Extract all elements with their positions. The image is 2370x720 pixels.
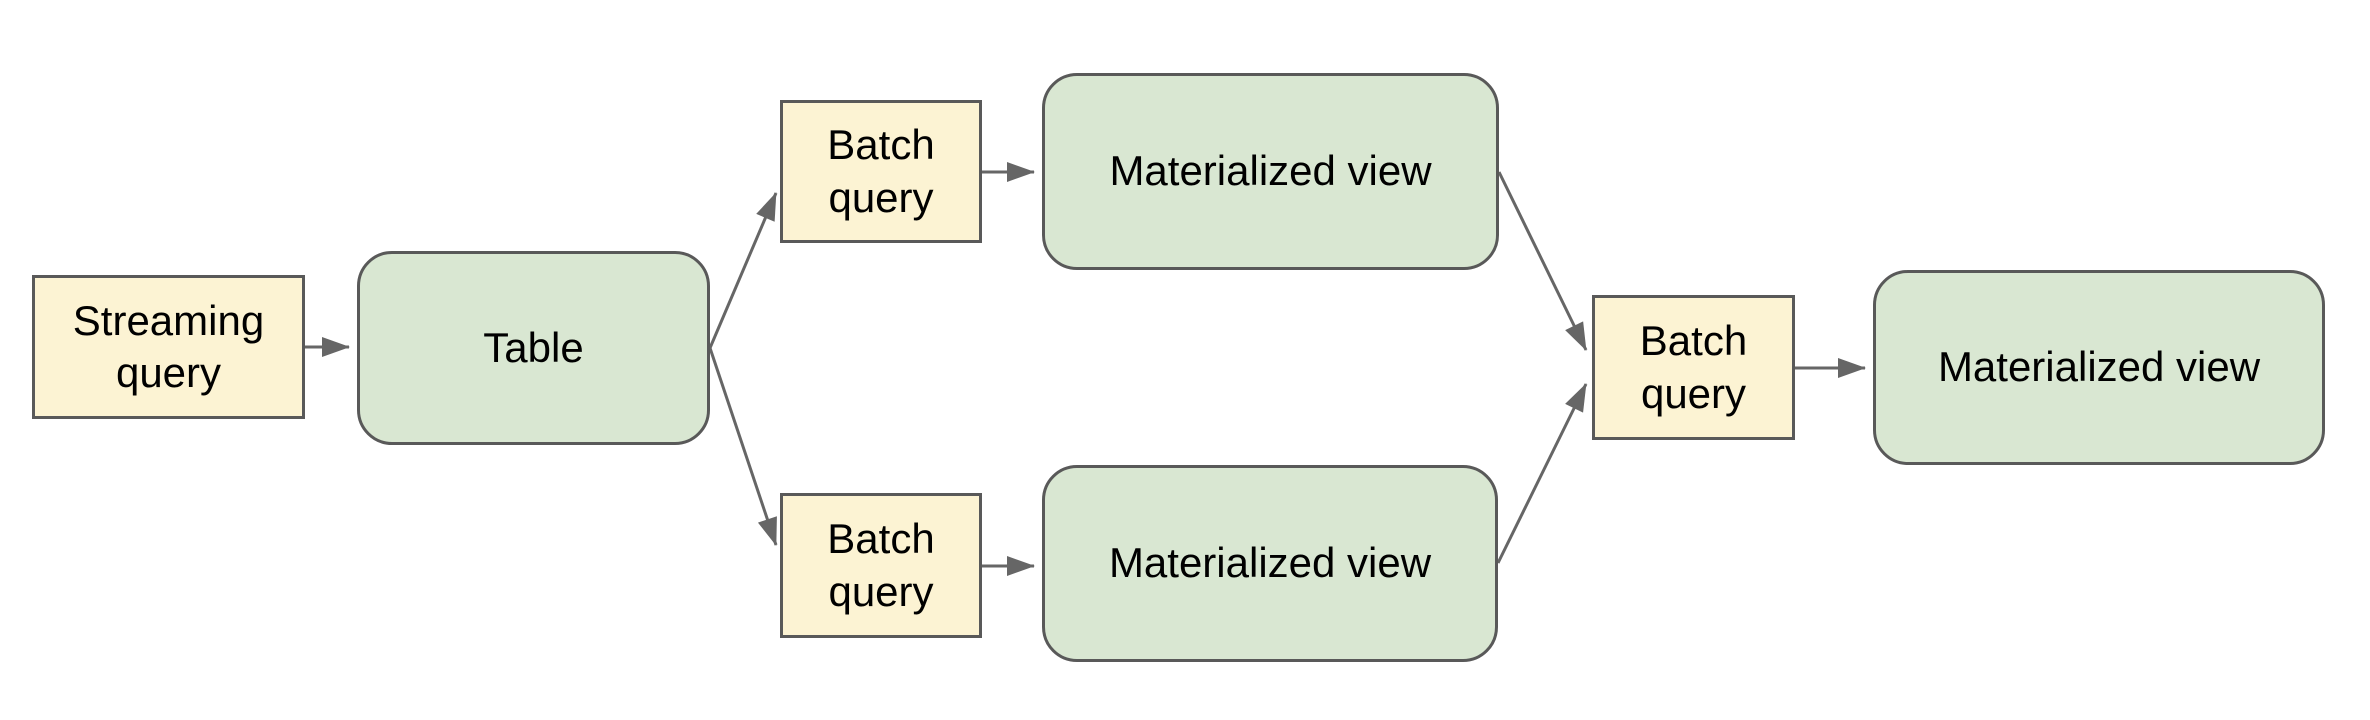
batch-query-bottom-node: Batch query — [780, 493, 982, 638]
materialized-view-bottom-node: Materialized view — [1042, 465, 1498, 662]
materialized-view-bottom-label: Materialized view — [1108, 539, 1432, 587]
streaming-query-node: Streaming query — [32, 275, 305, 419]
materialized-view-top-label: Materialized view — [1109, 147, 1432, 195]
materialized-view-final-node: Materialized view — [1873, 270, 2325, 465]
edge-materialized-view-bottom-to-batch-query-right — [1496, 383, 1588, 564]
materialized-view-top-node: Materialized view — [1042, 73, 1499, 270]
table-node: Table — [357, 251, 710, 445]
batch-query-top-label: Batch query — [827, 121, 935, 221]
batch-query-right-label: Batch query — [1639, 317, 1748, 417]
table-label: Table — [483, 323, 584, 371]
streaming-query-label: Streaming query — [72, 296, 265, 397]
edge-table-to-batch-query-bottom — [708, 347, 778, 546]
materialized-view-final-label: Materialized view — [1937, 343, 2261, 391]
edge-materialized-view-top-to-batch-query-right — [1497, 171, 1588, 351]
batch-query-top-node: Batch query — [780, 100, 982, 243]
batch-query-bottom-label: Batch query — [827, 515, 935, 615]
edge-table-to-batch-query-top — [708, 192, 778, 349]
batch-query-right-node: Batch query — [1592, 295, 1795, 440]
